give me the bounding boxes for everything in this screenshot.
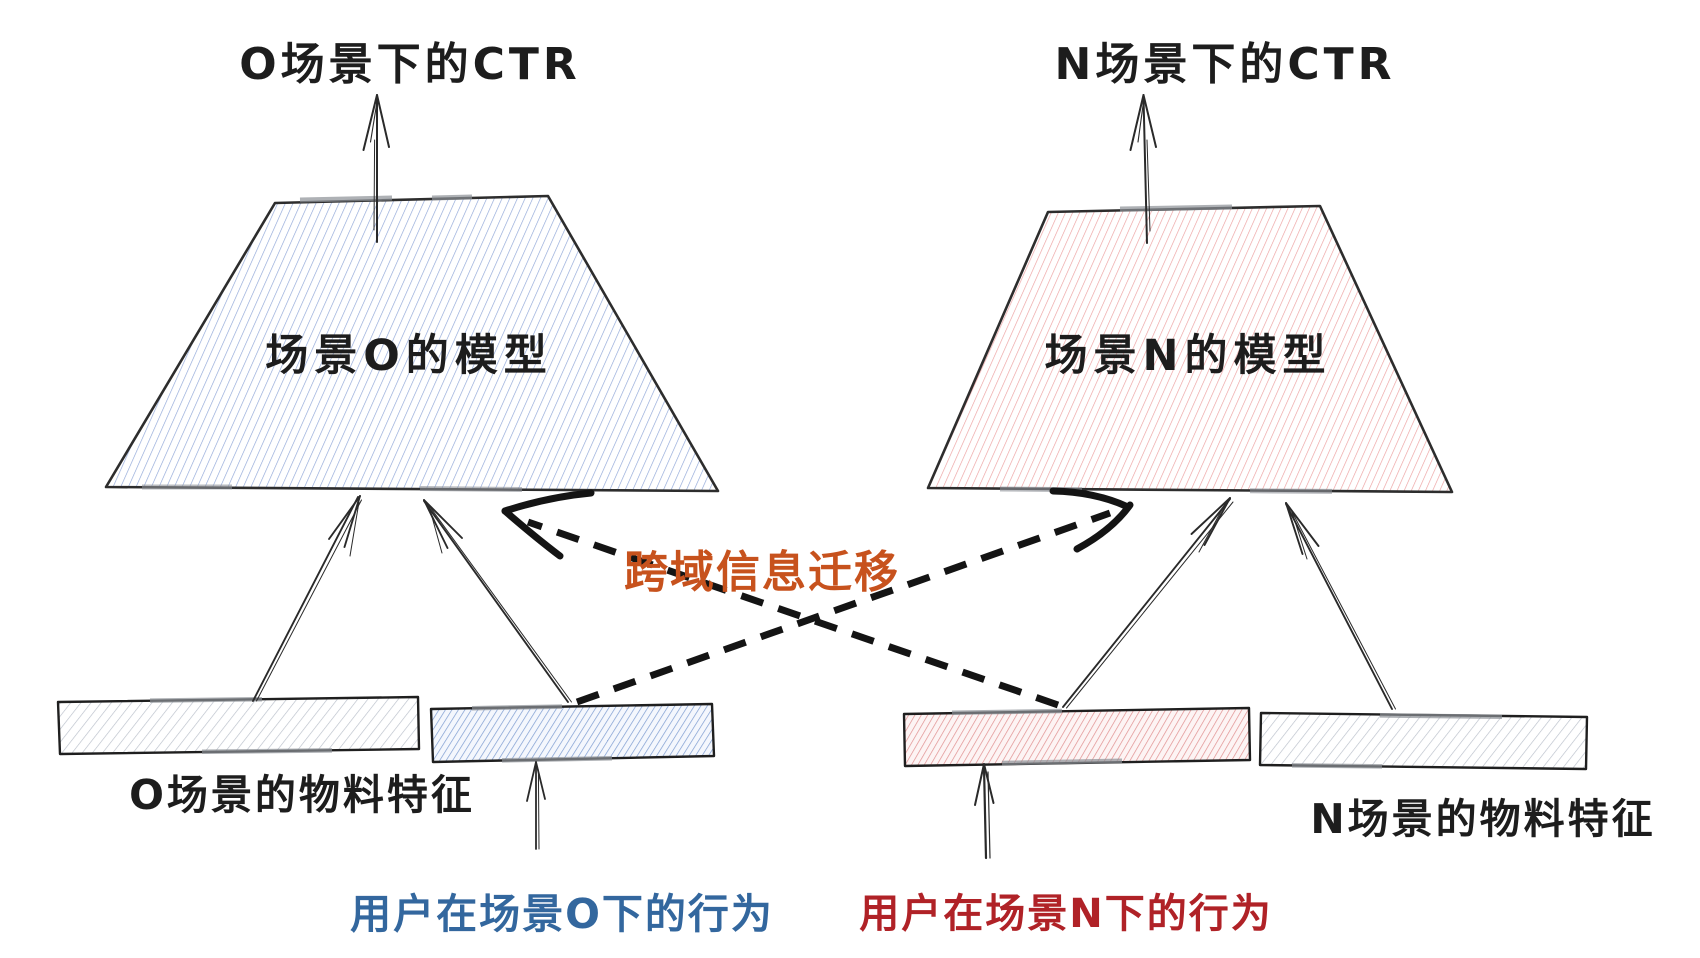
model-label-scene-n: 场景N的模型 (1044, 331, 1332, 381)
cross-domain-dashed-arrow-to-left-model (501, 489, 1060, 709)
arrow-user-behavior-o-input (526, 761, 546, 850)
behavior-box-o (429, 702, 716, 764)
arrow-material-o-to-model (252, 495, 362, 702)
material-label-scene-n: N场景的物料特征 (1310, 795, 1656, 843)
arrow-material-n-to-model (1285, 502, 1396, 710)
material-label-scene-o: O场景的物料特征 (129, 771, 475, 819)
cross-domain-transfer-label: 跨域信息迁移 (624, 547, 900, 598)
behavior-label-scene-o: 用户在场景O下的行为 (350, 890, 774, 938)
arrow-right-model-to-ctr (1129, 94, 1157, 244)
left-model-trapezoid (104, 194, 720, 493)
behavior-box-n (902, 706, 1252, 768)
arrow-user-behavior-n-input (974, 763, 995, 860)
ctr-label-scene-o: O场景下的CTR (239, 39, 581, 90)
cross-domain-dashed-arrow-to-right-model (575, 487, 1134, 706)
material-box-o (56, 695, 421, 756)
material-box-n (1258, 711, 1589, 771)
ctr-label-scene-n: N场景下的CTR (1054, 39, 1396, 90)
arrow-behavior-o-to-model (423, 499, 572, 703)
model-label-scene-o: 场景O的模型 (265, 331, 553, 381)
behavior-label-scene-n: 用户在场景N下的行为 (859, 891, 1273, 937)
arrow-left-model-to-ctr (362, 94, 390, 243)
arrow-behavior-n-to-model (1062, 497, 1234, 709)
